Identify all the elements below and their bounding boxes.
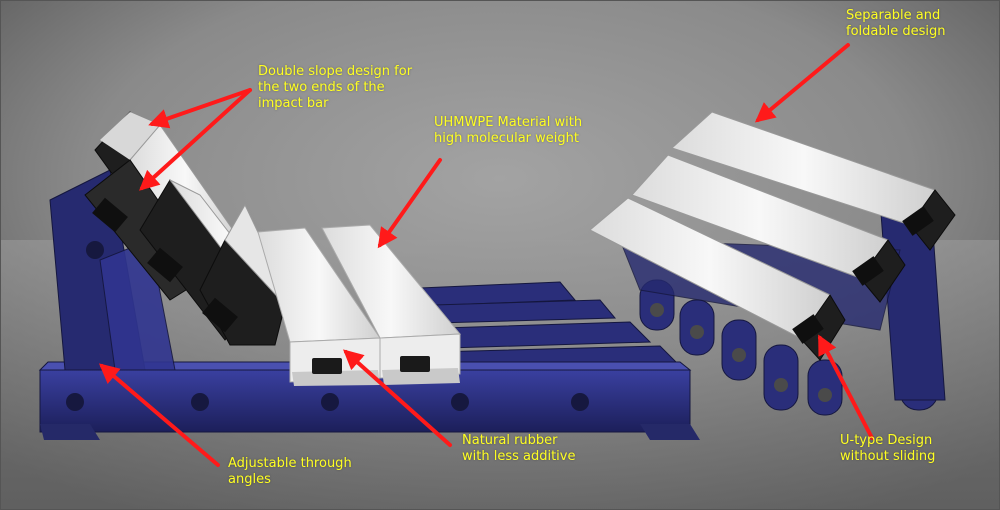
- arrow-adjustable: [98, 363, 220, 467]
- label-u-type: U-type Design without sliding: [840, 433, 935, 465]
- flat-bars: [257, 224, 462, 386]
- arrow-separable: [754, 43, 850, 123]
- label-adjustable-line2: angles: [228, 472, 271, 487]
- label-double-slope-line1: Double slope design for: [258, 64, 413, 79]
- label-uhmwpe: UHMWPE Material with high molecular weig…: [434, 115, 582, 147]
- label-adjustable: Adjustable through angles: [228, 456, 352, 488]
- right-impact-bed: [589, 111, 956, 416]
- arrow-u-type: [818, 334, 874, 440]
- label-u-type-line2: without sliding: [840, 449, 936, 464]
- arrow-natural-rubber: [343, 349, 452, 447]
- label-natural-rubber-line2: with less additive: [462, 449, 576, 464]
- arrow-double-slope-top: [148, 88, 252, 129]
- label-double-slope-line3: impact bar: [258, 96, 329, 111]
- label-natural-rubber-line1: Natural rubber: [462, 433, 558, 448]
- label-adjustable-line1: Adjustable through: [228, 456, 352, 471]
- label-u-type-line1: U-type Design: [840, 433, 933, 448]
- label-double-slope: Double slope design for the two ends of …: [258, 64, 412, 112]
- label-separable-line2: foldable design: [846, 24, 946, 39]
- label-uhmwpe-line1: UHMWPE Material with: [434, 115, 583, 130]
- label-separable-line1: Separable and: [846, 8, 941, 23]
- slanted-bars: [84, 111, 291, 346]
- label-natural-rubber: Natural rubber with less additive: [462, 433, 575, 465]
- label-double-slope-line2: the two ends of the: [258, 80, 385, 95]
- label-separable: Separable and foldable design: [846, 8, 945, 40]
- arrow-uhmwpe: [377, 158, 442, 249]
- left-impact-bed: [38, 111, 700, 440]
- label-uhmwpe-line2: high molecular weight: [434, 131, 579, 146]
- arrow-double-slope-bottom: [139, 88, 252, 191]
